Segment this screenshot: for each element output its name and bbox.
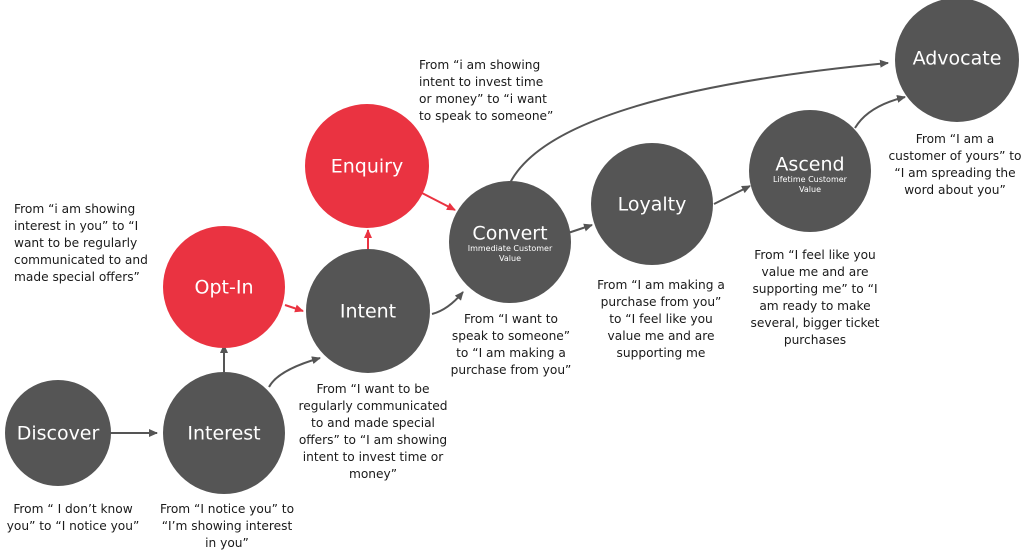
optin-label: Opt-In (195, 277, 254, 299)
arrow-enquiry-to-convert (419, 191, 456, 211)
advocate-label: Advocate (913, 48, 1002, 70)
caption-loyalty: From “I am making a purchase from you” t… (597, 278, 725, 360)
caption-convert: From “I want to speak to someone” to “I … (450, 312, 572, 377)
node-intent: Intent (306, 249, 430, 373)
ascend-label: Ascend (775, 154, 844, 176)
arrow-intent-to-convert (431, 291, 464, 315)
caption-advocate: From “I am a customer of yours” to “I am… (888, 132, 1022, 197)
node-advocate: Advocate (895, 0, 1019, 122)
arrow-interest-to-intent (268, 356, 321, 388)
arrow-loyalty-to-ascend (713, 185, 751, 205)
node-ascend: Ascend Lifetime Customer Value (749, 110, 871, 232)
loyalty-label: Loyalty (618, 194, 687, 216)
convert-subtitle-line-1: Immediate Customer (468, 244, 553, 253)
interest-label: Interest (187, 423, 260, 445)
convert-circle (449, 181, 571, 303)
node-interest: Interest (163, 372, 285, 494)
node-convert: Convert Immediate Customer Value (449, 181, 571, 303)
node-enquiry: Enquiry (305, 104, 429, 228)
interest-circle (163, 372, 285, 494)
discover-label: Discover (17, 423, 100, 445)
ascend-circle (749, 110, 871, 232)
discover-circle (5, 380, 111, 486)
arrow-convert-to-advocate (509, 59, 889, 184)
caption-enquiry: From “i am showing intent to invest time… (419, 58, 554, 123)
caption-ascend: From “I feel like you value me and are s… (750, 248, 880, 347)
ascend-subtitle-line-1: Lifetime Customer (773, 175, 848, 184)
enquiry-circle (305, 104, 429, 228)
caption-optin: From “i am showing interest in you” to “… (14, 202, 148, 284)
node-discover: Discover (5, 380, 111, 486)
caption-interest: From “I notice you” to “I’m showing inte… (159, 502, 295, 550)
arrow-ascend-to-advocate (854, 95, 906, 129)
caption-intent: From “I want to be regularly communicate… (298, 382, 448, 481)
loyalty-circle (591, 143, 713, 265)
node-optin: Opt-In (163, 226, 285, 348)
optin-circle (163, 226, 285, 348)
intent-circle (306, 249, 430, 373)
convert-label: Convert (472, 223, 547, 245)
caption-discover: From “ I don’t know you” to “I notice yo… (6, 502, 140, 533)
ascend-subtitle-line-2: Value (799, 185, 821, 194)
connectors (110, 59, 906, 437)
arrow-optin-to-intent (284, 304, 304, 313)
enquiry-label: Enquiry (331, 156, 403, 178)
arrow-convert-to-loyalty (567, 223, 593, 234)
advocate-circle (895, 0, 1019, 122)
intent-label: Intent (340, 301, 396, 323)
convert-subtitle-line-2: Value (499, 254, 521, 263)
node-loyalty: Loyalty (591, 143, 713, 265)
